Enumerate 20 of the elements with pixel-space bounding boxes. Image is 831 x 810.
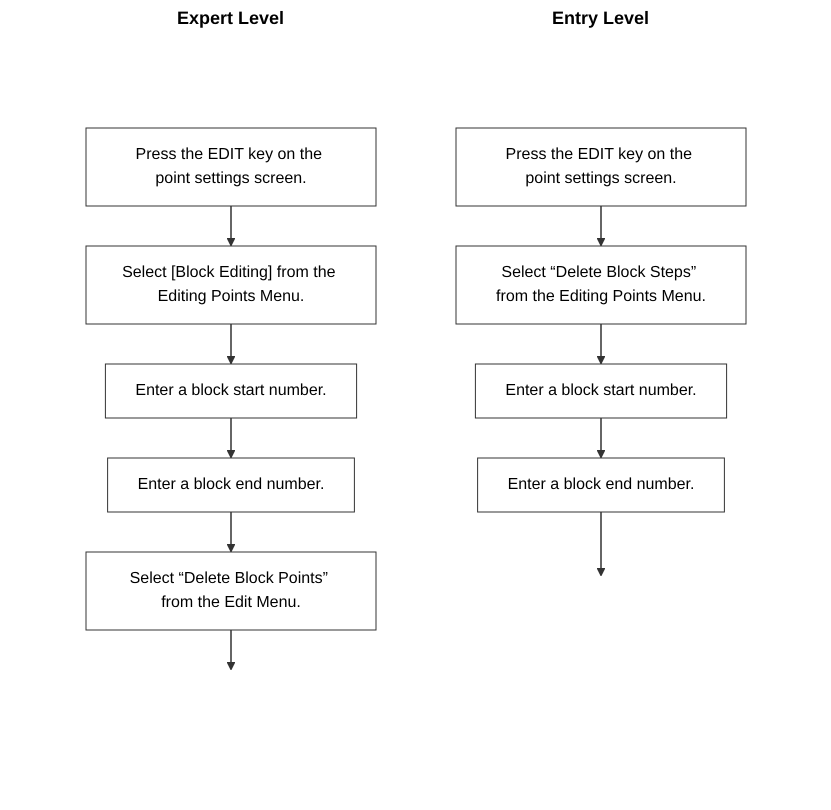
column-heading: Expert Level xyxy=(176,8,284,29)
column-heading: Entry Level xyxy=(552,8,650,29)
arrow xyxy=(226,206,235,246)
node-box: Select “Delete Block Points” from the Edit Menu. xyxy=(85,552,376,630)
node-box: Enter a block start number. xyxy=(474,364,727,418)
node-box: Select “Delete Block Steps” from the Editing Points Menu. xyxy=(455,246,746,324)
node-box: Press the EDIT key on the point settings screen. xyxy=(455,128,746,206)
arrow xyxy=(226,418,235,458)
arrow xyxy=(226,630,235,670)
node-box: Enter a block start number. xyxy=(104,364,357,418)
node-box: Press the EDIT key on the point settings screen. xyxy=(85,128,376,206)
arrow xyxy=(596,418,605,458)
node-box: Enter a block end number. xyxy=(106,458,354,512)
node-box: Enter a block end number. xyxy=(476,458,724,512)
arrow xyxy=(226,512,235,552)
arrow xyxy=(596,324,605,364)
arrow xyxy=(596,206,605,246)
arrow xyxy=(226,324,235,364)
arrow xyxy=(596,512,605,576)
node-box: Select [Block Editing] from the Editing Points Menu. xyxy=(85,246,376,324)
